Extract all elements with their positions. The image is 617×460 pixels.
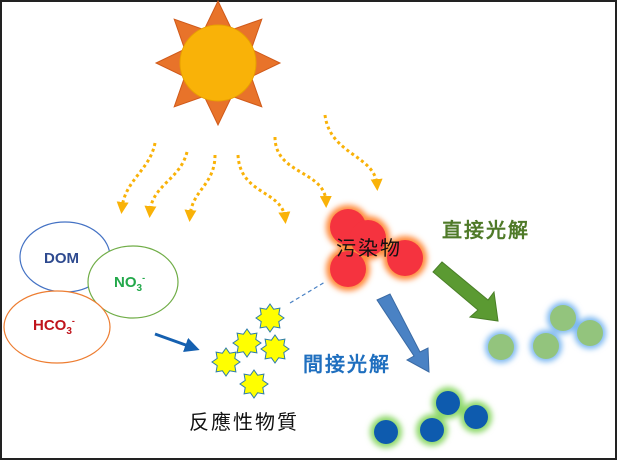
- indirect-photolysis-arrow: [376, 293, 430, 373]
- star-icon: [255, 303, 285, 333]
- hco3-ellipse: [3, 290, 111, 364]
- star-icon: [260, 334, 290, 364]
- no3-ellipse: [87, 245, 179, 319]
- indirect-photolysis-label: 間接光解: [303, 352, 391, 376]
- star-icon: [211, 347, 241, 377]
- no3-text: NO: [114, 274, 137, 291]
- no3-superscript: -: [142, 273, 146, 283]
- light-arrow: [144, 151, 189, 218]
- no3-subscript: 3: [136, 283, 143, 294]
- hco3-label: HCO3-: [33, 316, 75, 337]
- hco3-subscript: 3: [66, 326, 72, 337]
- sun-icon: [154, 0, 282, 127]
- indirect-products: [370, 387, 492, 448]
- sunlight-arrows: [116, 114, 383, 224]
- light-arrow: [273, 136, 332, 208]
- to-reactive-arrow: [154, 332, 200, 353]
- light-arrow: [184, 154, 217, 222]
- direct-products: [485, 302, 606, 363]
- no3-label: NO3-: [114, 273, 145, 294]
- star-icon: [232, 328, 262, 358]
- hco3-text: HCO: [33, 317, 67, 334]
- direct-photolysis-arrow: [432, 261, 499, 322]
- light-arrow: [116, 142, 157, 214]
- reactive-species-stars: [211, 303, 290, 399]
- light-arrow: [236, 154, 291, 224]
- light-arrow: [323, 114, 383, 191]
- dom-label: DOM: [44, 250, 79, 267]
- reactive-species-label: 反應性物質: [189, 410, 299, 434]
- pollutant-cluster: [326, 205, 427, 291]
- hco3-superscript: -: [71, 316, 75, 326]
- star-icon: [239, 369, 269, 399]
- direct-photolysis-label: 直接光解: [442, 218, 530, 242]
- pollutant-label: 污染物: [336, 236, 402, 260]
